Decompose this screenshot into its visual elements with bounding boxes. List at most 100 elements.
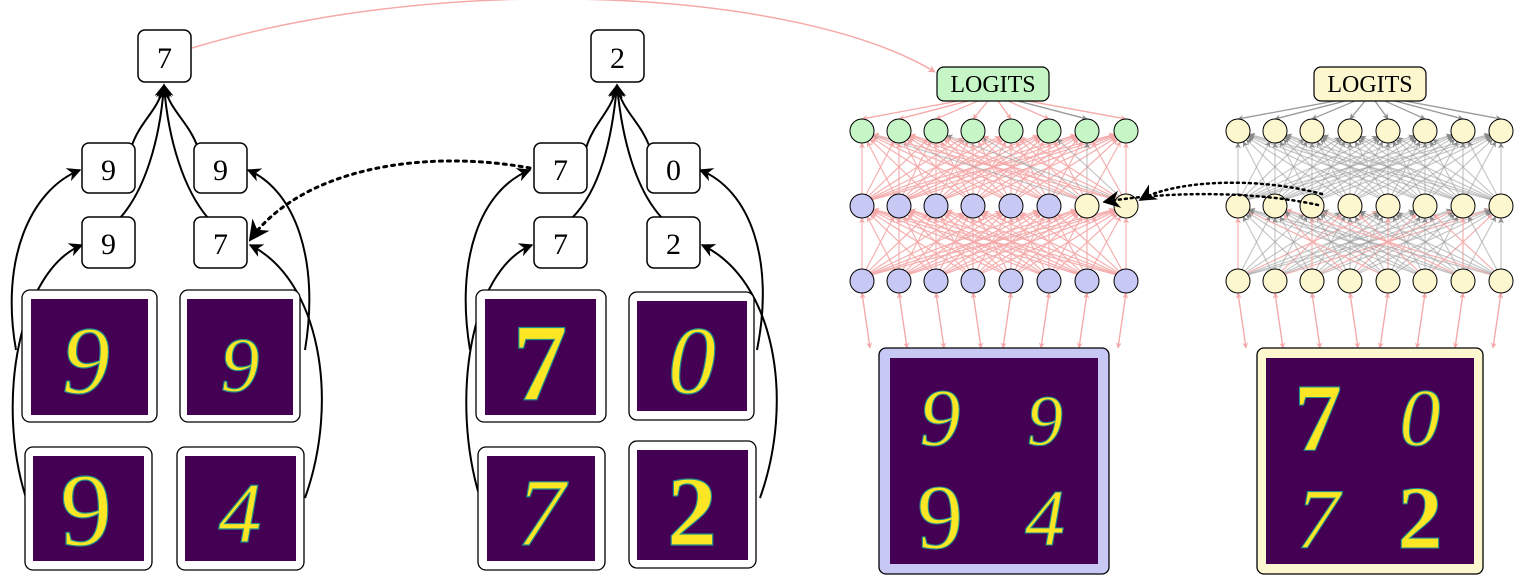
network-edge	[869, 139, 937, 203]
network-edge	[909, 208, 1127, 278]
network-edge	[1285, 135, 1426, 203]
edge-arrow	[700, 244, 778, 499]
network-edge	[1397, 137, 1502, 203]
edge-arrow	[248, 244, 323, 499]
network-edge	[1452, 292, 1464, 349]
neuron	[849, 193, 875, 219]
network-edge	[898, 135, 1039, 203]
svg-text:7: 7	[513, 302, 568, 424]
mnist-digit-image: 7	[487, 456, 595, 567]
edge-arrow	[157, 83, 209, 219]
network-edge	[898, 212, 1002, 278]
network-edge	[906, 214, 974, 278]
network-edge	[972, 292, 984, 349]
network-edge	[972, 212, 1078, 278]
grid-digit: 9	[917, 466, 963, 568]
svg-text:9: 9	[221, 321, 260, 408]
root-label: 2	[610, 42, 625, 75]
network-edge	[997, 100, 1012, 120]
network-edge	[1017, 100, 1088, 121]
network-edge	[1392, 216, 1426, 278]
edge-arrow	[465, 243, 534, 499]
edge-arrow	[11, 243, 84, 499]
network-edge	[1237, 100, 1336, 121]
network-edge	[1394, 100, 1464, 121]
network-edge	[1274, 100, 1346, 121]
edge-arrow	[159, 83, 199, 149]
edge-arrow	[571, 83, 623, 219]
network-edge	[872, 209, 1050, 278]
network-edge	[1237, 137, 1341, 203]
network-edge	[1285, 133, 1502, 203]
neuron	[1450, 268, 1476, 294]
network-edge	[945, 212, 1050, 278]
network-edge	[1320, 138, 1389, 203]
network-edge	[1387, 212, 1492, 278]
network-edge	[872, 210, 1012, 278]
neuron	[998, 268, 1024, 294]
network-edge	[972, 210, 1116, 278]
network-edge	[1015, 216, 1050, 278]
network-edge	[972, 213, 1041, 278]
network-edge	[1360, 210, 1502, 278]
svg-text:2: 2	[667, 456, 717, 567]
network-edge	[935, 216, 969, 278]
svg-text:9: 9	[60, 453, 112, 568]
mnist-digit-image: 0	[637, 301, 747, 415]
root-node	[137, 29, 192, 83]
network-edge	[1248, 132, 1502, 203]
network-edge	[1245, 139, 1313, 203]
network-edge	[1274, 210, 1415, 278]
network-edge	[1000, 292, 1012, 349]
neuron	[1450, 193, 1476, 219]
network-edge	[1274, 139, 1342, 203]
mnist-digit-image: 4	[185, 456, 296, 562]
network-edge	[935, 212, 1040, 278]
node	[193, 142, 248, 194]
logits-box	[936, 66, 1050, 102]
neuron	[886, 193, 912, 219]
node	[81, 216, 136, 269]
network-edge	[869, 214, 937, 278]
node	[81, 142, 136, 194]
network-edge	[983, 210, 1127, 278]
neuron	[1262, 118, 1288, 144]
network-edge	[1076, 292, 1088, 349]
root-label: 7	[157, 42, 172, 75]
network-edge	[909, 135, 1050, 203]
network-edge	[1349, 292, 1361, 349]
network-edge	[1007, 100, 1050, 120]
neuron	[960, 118, 986, 144]
network-edge	[1010, 212, 1117, 278]
neuron	[1262, 193, 1288, 219]
network-edge	[872, 134, 1050, 203]
network-left: LOGITS 9 9 9 4	[849, 66, 1139, 575]
grid-digit: 7	[1297, 471, 1343, 567]
network-edge	[1283, 214, 1351, 278]
network-edge	[1242, 216, 1276, 278]
network-edge	[1237, 141, 1271, 203]
network-edge	[1020, 212, 1127, 278]
neuron	[1488, 268, 1514, 294]
network-edge	[898, 292, 910, 349]
network-edge	[1349, 212, 1454, 278]
neuron	[960, 193, 986, 219]
network-edge	[898, 137, 1002, 203]
network-edge	[872, 208, 1088, 278]
logits-box	[1313, 66, 1427, 102]
network-edge	[1237, 214, 1305, 278]
network-edge	[1242, 141, 1276, 203]
neuron	[998, 118, 1024, 144]
neuron	[1225, 268, 1251, 294]
network-edge	[944, 139, 1012, 203]
network-edge	[935, 214, 1003, 278]
network-edge	[940, 216, 974, 278]
network-edge	[945, 137, 1050, 203]
network-edge	[1115, 292, 1127, 349]
network-edge	[872, 135, 1012, 203]
network-edge	[1015, 141, 1050, 203]
edge-arrow	[698, 168, 764, 351]
network-edge	[1019, 138, 1088, 203]
network-edge	[1057, 213, 1127, 278]
